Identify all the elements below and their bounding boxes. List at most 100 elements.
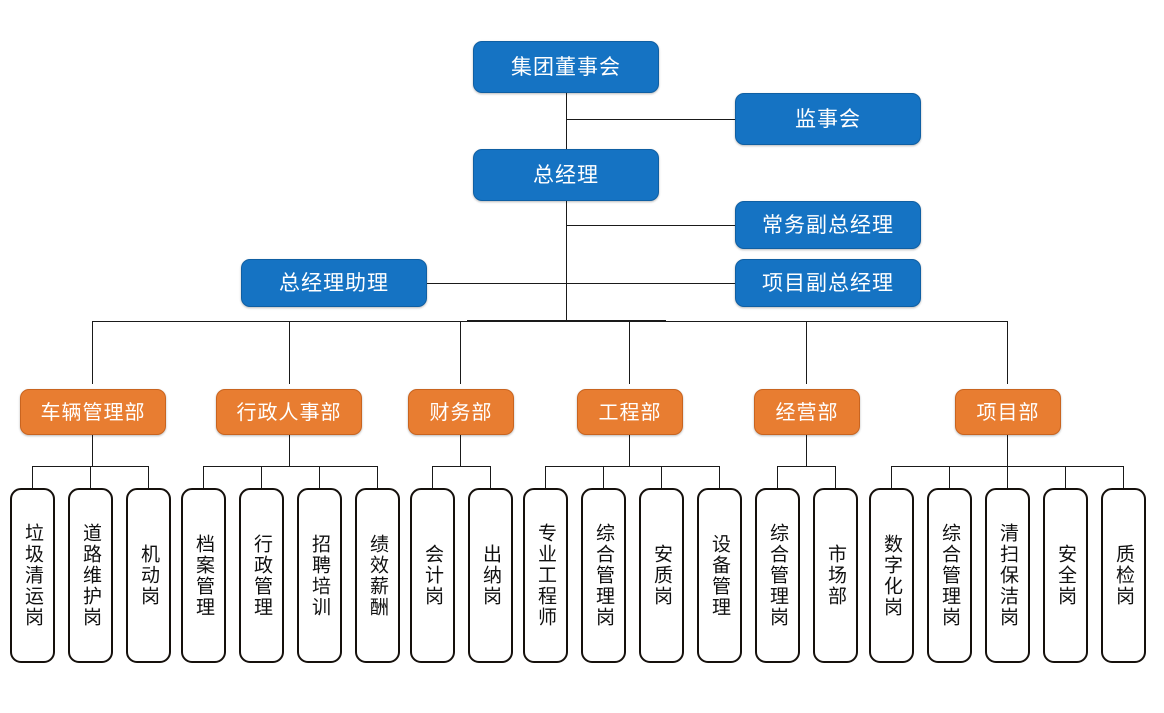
connector-dept-5-bar — [777, 466, 835, 467]
node-position-road-maintenance[interactable]: 道路维护岗 — [68, 488, 113, 663]
connector-dept-4-child-3 — [661, 466, 662, 488]
node-position-cashier[interactable]: 出纳岗 — [468, 488, 513, 663]
connector-dept-2-child-4 — [377, 466, 378, 488]
connector-bus-to-dept-2 — [289, 321, 290, 384]
connector-dept-6-child-2 — [949, 466, 950, 488]
node-position-market-division[interactable]: 市场部 — [813, 488, 858, 663]
node-board[interactable]: 集团董事会 — [473, 41, 659, 93]
position-label: 机动岗 — [138, 544, 160, 607]
position-label: 市场部 — [825, 544, 847, 607]
node-position-recruitment-training[interactable]: 招聘培训 — [297, 488, 342, 663]
node-executive-deputy-gm[interactable]: 常务副总经理 — [735, 201, 921, 249]
node-position-safety[interactable]: 安全岗 — [1043, 488, 1088, 663]
connector-dept-4-stem — [629, 435, 630, 466]
node-department-vehicle-management[interactable]: 车辆管理部 — [20, 389, 166, 435]
connector-dept-2-stem — [289, 435, 290, 466]
node-department-project[interactable]: 项目部 — [955, 389, 1061, 435]
position-label: 绩效薪酬 — [367, 533, 389, 618]
connector-gm-spine-to-supervisory-board — [566, 119, 735, 120]
position-label: 综合管理岗 — [939, 523, 961, 628]
node-project-deputy-gm-label: 项目副总经理 — [762, 270, 894, 295]
node-position-engineering-general-management[interactable]: 综合管理岗 — [581, 488, 626, 663]
position-label: 出纳岗 — [480, 544, 502, 607]
connector-bus-to-dept-3 — [460, 321, 461, 384]
connector-dept-5-stem — [806, 435, 807, 466]
department-bus-emphasis — [467, 320, 666, 322]
node-position-flexible-duty[interactable]: 机动岗 — [126, 488, 171, 663]
node-position-quality-inspection[interactable]: 质检岗 — [1101, 488, 1146, 663]
connector-gm-assistant-to-spine — [427, 283, 566, 284]
connector-dept-6-stem — [1007, 435, 1008, 466]
connector-dept-1-stem — [92, 435, 93, 466]
node-position-cleaning-sanitation[interactable]: 清扫保洁岗 — [985, 488, 1030, 663]
node-general-manager[interactable]: 总经理 — [473, 149, 659, 201]
connector-spine-to-project-deputy-gm — [566, 283, 735, 284]
connector-bus-to-dept-5 — [806, 321, 807, 384]
connector-dept-6-child-1 — [891, 466, 892, 488]
node-position-project-general-management[interactable]: 综合管理岗 — [927, 488, 972, 663]
node-position-records-management[interactable]: 档案管理 — [181, 488, 226, 663]
node-executive-deputy-gm-label: 常务副总经理 — [762, 212, 894, 237]
node-supervisory-board[interactable]: 监事会 — [735, 93, 921, 145]
department-label: 工程部 — [598, 399, 662, 424]
connector-dept-1-child-3 — [148, 466, 149, 488]
position-label: 招聘培训 — [309, 533, 331, 618]
department-label: 车辆管理部 — [40, 399, 146, 424]
node-department-finance[interactable]: 财务部 — [408, 389, 514, 435]
connector-dept-2-child-2 — [261, 466, 262, 488]
node-position-waste-transport[interactable]: 垃圾清运岗 — [10, 488, 55, 663]
position-label: 综合管理岗 — [593, 523, 615, 628]
node-department-admin-hr[interactable]: 行政人事部 — [216, 389, 362, 435]
department-label: 行政人事部 — [236, 399, 342, 424]
department-label: 项目部 — [976, 399, 1040, 424]
connector-dept-4-child-4 — [719, 466, 720, 488]
position-label: 档案管理 — [193, 533, 215, 618]
node-position-performance-compensation[interactable]: 绩效薪酬 — [355, 488, 400, 663]
position-label: 垃圾清运岗 — [22, 523, 44, 628]
department-label: 经营部 — [775, 399, 839, 424]
node-position-professional-engineer[interactable]: 专业工程师 — [523, 488, 568, 663]
node-department-engineering[interactable]: 工程部 — [577, 389, 683, 435]
node-department-operations[interactable]: 经营部 — [754, 389, 860, 435]
connector-board-to-gm — [566, 93, 567, 149]
connector-dept-6-child-5 — [1123, 466, 1124, 488]
node-position-safety-quality[interactable]: 安质岗 — [639, 488, 684, 663]
connector-dept-4-child-1 — [545, 466, 546, 488]
connector-dept-4-bar — [545, 466, 719, 467]
connector-dept-1-child-2 — [90, 466, 91, 488]
connector-bus-to-dept-1 — [92, 321, 93, 384]
node-position-accounting[interactable]: 会计岗 — [410, 488, 455, 663]
connector-dept-2-child-3 — [319, 466, 320, 488]
position-label: 行政管理 — [251, 533, 273, 618]
connector-dept-2-bar — [203, 466, 377, 467]
connector-spine-to-executive-deputy-gm — [566, 225, 735, 226]
node-gm-assistant-label: 总经理助理 — [279, 270, 389, 295]
position-label: 质检岗 — [1113, 544, 1135, 607]
connector-dept-1-child-1 — [32, 466, 33, 488]
position-label: 综合管理岗 — [767, 523, 789, 628]
department-label: 财务部 — [429, 399, 493, 424]
connector-dept-3-stem — [460, 435, 461, 466]
connector-dept-2-child-1 — [203, 466, 204, 488]
position-label: 会计岗 — [422, 544, 444, 607]
node-gm-assistant[interactable]: 总经理助理 — [241, 259, 427, 307]
connector-bus-to-dept-6 — [1007, 321, 1008, 384]
position-label: 设备管理 — [709, 533, 731, 618]
connector-gm-to-department-bus — [566, 201, 567, 321]
connector-dept-3-child-2 — [490, 466, 491, 488]
node-position-operations-general-management[interactable]: 综合管理岗 — [755, 488, 800, 663]
node-position-digitalization[interactable]: 数字化岗 — [869, 488, 914, 663]
position-label: 数字化岗 — [881, 533, 903, 618]
node-general-manager-label: 总经理 — [533, 162, 599, 187]
connector-dept-6-child-4 — [1065, 466, 1066, 488]
node-supervisory-board-label: 监事会 — [795, 106, 861, 131]
node-position-equipment-management[interactable]: 设备管理 — [697, 488, 742, 663]
connector-dept-4-child-2 — [603, 466, 604, 488]
node-project-deputy-gm[interactable]: 项目副总经理 — [735, 259, 921, 307]
node-position-administrative-management[interactable]: 行政管理 — [239, 488, 284, 663]
position-label: 安质岗 — [651, 544, 673, 607]
position-label: 清扫保洁岗 — [997, 523, 1019, 628]
node-board-label: 集团董事会 — [511, 54, 621, 79]
position-label: 安全岗 — [1055, 544, 1077, 607]
